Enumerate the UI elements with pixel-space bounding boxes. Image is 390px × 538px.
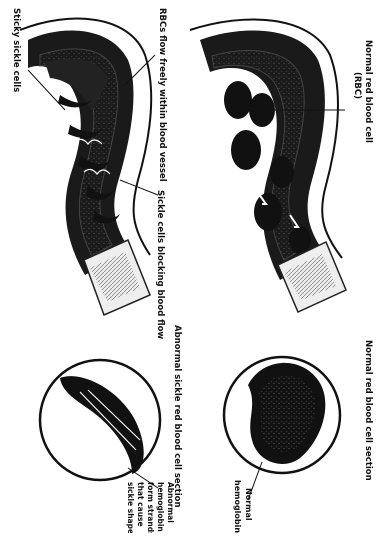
label-normal-section: Normal red blood cell section xyxy=(363,340,373,481)
normal-rbc xyxy=(224,81,252,119)
label-abnormal-hemoglobin-line: form strands xyxy=(146,482,155,533)
leader-blocking xyxy=(120,180,158,195)
label-normal-hemoglobin-line1: Normal xyxy=(244,488,253,521)
vessel-normal xyxy=(190,19,346,312)
label-normal-rbc-line1: Normal red blood cell xyxy=(363,40,373,143)
label-abnormal-hemoglobin: Abnormal hemoglobin form strands that ca… xyxy=(126,482,175,533)
label-abnormal-hemoglobin-line: that cause xyxy=(136,482,145,527)
normal-rbc xyxy=(270,156,294,188)
label-rbcs-flow: RBCs flow freely within blood vessel xyxy=(157,8,167,182)
label-sticky-sickle-cells: Sticky sickle cells xyxy=(11,8,21,92)
label-normal-rbc-line2: (RBC) xyxy=(352,72,362,99)
normal-rbc xyxy=(289,226,311,254)
normal-rbc-section xyxy=(224,357,340,500)
normal-rbc xyxy=(231,130,261,170)
label-abnormal-section: Abnormal sickle red blood cell section xyxy=(172,325,182,508)
label-abnormal-hemoglobin-line: hemoglobin xyxy=(156,482,165,532)
label-abnormal-hemoglobin-line: sickle shape xyxy=(126,482,135,533)
label-sickle-blocking: Sickle cells blocking blood flow xyxy=(155,190,165,339)
sickle-rbc-section xyxy=(40,360,160,488)
vessel-blocked xyxy=(20,19,158,315)
normal-rbc xyxy=(254,193,282,231)
label-abnormal-hemoglobin-line: Abnormal xyxy=(166,482,175,523)
label-normal-hemoglobin-line2: hemoglobin xyxy=(233,480,242,533)
